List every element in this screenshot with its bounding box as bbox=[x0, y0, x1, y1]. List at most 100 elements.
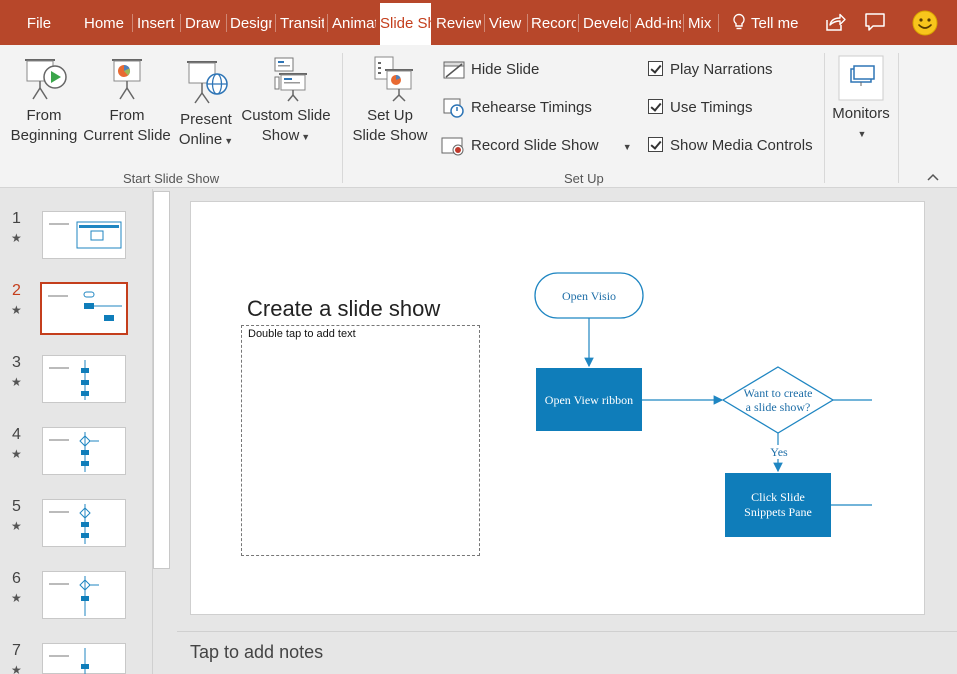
rehearse-timings-button[interactable]: Rehearse Timings bbox=[443, 97, 592, 119]
flow-step-open-view-ribbon[interactable] bbox=[536, 368, 642, 431]
flow-step2-line2: Snippets Pane bbox=[744, 505, 812, 519]
notes-placeholder: Tap to add notes bbox=[190, 642, 324, 662]
slide-number: 2 bbox=[12, 282, 21, 299]
present-online-line2: Online bbox=[178, 131, 223, 148]
slide-thumbnail-2[interactable] bbox=[40, 282, 128, 335]
tell-me-box[interactable]: Tell me bbox=[732, 0, 799, 45]
group-label-set-up: Set Up bbox=[564, 171, 604, 186]
tab-transitions[interactable]: Transitions bbox=[280, 15, 324, 32]
show-media-controls-label: Show Media Controls bbox=[670, 137, 813, 154]
tab-animations[interactable]: Animations bbox=[332, 15, 376, 32]
custom-slide-show-button[interactable]: Custom Slide Show▼ bbox=[240, 55, 332, 147]
record-slide-show-label: Record Slide Show bbox=[471, 137, 599, 154]
play-from-beginning-icon bbox=[25, 59, 67, 100]
slide-thumbnail-5[interactable] bbox=[42, 499, 126, 547]
content-placeholder[interactable]: Double tap to add text bbox=[241, 325, 480, 556]
smiley-icon[interactable] bbox=[912, 10, 938, 36]
scrollbar-thumb[interactable] bbox=[153, 191, 170, 569]
slide-number: 5 bbox=[12, 498, 21, 515]
slide-thumbnail-4[interactable] bbox=[42, 427, 126, 475]
share-icon[interactable] bbox=[824, 11, 846, 33]
checkbox-checked-icon bbox=[648, 137, 663, 152]
tab-add-ins[interactable]: Add-ins bbox=[635, 15, 681, 32]
flow-step1-label: Open View ribbon bbox=[545, 393, 633, 407]
tab-insert[interactable]: Insert bbox=[137, 15, 175, 32]
slide-thumbnail-3[interactable] bbox=[42, 355, 126, 403]
tab-mix[interactable]: Mix bbox=[688, 15, 712, 32]
flow-decision-line2: a slide show? bbox=[746, 400, 811, 414]
show-media-controls-checkbox[interactable]: Show Media Controls bbox=[648, 135, 813, 157]
custom-show-line1: Custom Slide bbox=[241, 107, 331, 124]
rehearse-timings-label: Rehearse Timings bbox=[471, 99, 592, 116]
record-icon bbox=[441, 137, 464, 156]
tab-slide-show[interactable]: Slide Show bbox=[380, 3, 431, 45]
tab-draw[interactable]: Draw bbox=[185, 15, 221, 32]
checkbox-checked-icon bbox=[648, 99, 663, 114]
setup-show-line1: Set Up bbox=[367, 107, 413, 124]
animation-star-icon: ★ bbox=[11, 375, 22, 389]
tell-me-label: Tell me bbox=[751, 15, 799, 32]
group-label-start-slide-show: Start Slide Show bbox=[123, 171, 220, 186]
animation-star-icon: ★ bbox=[11, 447, 22, 461]
chevron-down-icon: ▼ bbox=[224, 136, 234, 146]
from-beginning-line2: Beginning bbox=[10, 127, 78, 144]
tab-view[interactable]: View bbox=[489, 15, 522, 32]
tab-review[interactable]: Review bbox=[436, 15, 481, 32]
placeholder-text: Double tap to add text bbox=[248, 328, 356, 340]
animation-star-icon: ★ bbox=[11, 591, 22, 605]
custom-show-line2: Show bbox=[261, 127, 300, 144]
slide-thumbnail-1[interactable] bbox=[42, 211, 126, 259]
slide-number: 3 bbox=[12, 354, 21, 371]
flow-start-label: Open Visio bbox=[562, 289, 616, 303]
set-up-slide-show-icon bbox=[374, 56, 413, 102]
set-up-slide-show-button[interactable]: Set Up Slide Show bbox=[350, 55, 430, 146]
flow-step-click-snippets[interactable] bbox=[725, 473, 831, 537]
slide-title[interactable]: Create a slide show bbox=[247, 296, 441, 321]
tab-home[interactable]: Home bbox=[84, 15, 125, 32]
tab-design[interactable]: Design bbox=[230, 15, 272, 32]
chevron-down-icon: ▼ bbox=[301, 132, 311, 142]
from-current-line1: From bbox=[109, 107, 145, 124]
play-from-current-icon bbox=[112, 59, 142, 100]
flow-step2-line1: Click Slide bbox=[751, 490, 805, 504]
tab-recording[interactable]: Recording bbox=[531, 15, 576, 32]
animation-star-icon: ★ bbox=[11, 231, 22, 245]
comment-icon[interactable] bbox=[864, 11, 886, 33]
monitors-button[interactable]: Monitors ▼ bbox=[830, 55, 892, 144]
setup-show-line2: Slide Show bbox=[352, 127, 428, 144]
stopwatch-icon bbox=[443, 98, 464, 118]
hide-slide-label: Hide Slide bbox=[471, 61, 540, 78]
chevron-down-icon: ▼ bbox=[857, 129, 867, 139]
tab-developer[interactable]: Developer bbox=[583, 15, 628, 32]
collapse-ribbon-icon[interactable] bbox=[926, 172, 940, 182]
lightbulb-icon bbox=[733, 13, 745, 30]
from-current-slide-button[interactable]: From Current Slide bbox=[82, 55, 172, 146]
play-narrations-checkbox[interactable]: Play Narrations bbox=[648, 59, 773, 81]
notes-pane[interactable]: Tap to add notes bbox=[177, 631, 957, 674]
play-narrations-label: Play Narrations bbox=[670, 61, 773, 78]
checkbox-checked-icon bbox=[648, 61, 663, 76]
from-beginning-line1: From bbox=[26, 107, 62, 124]
use-timings-label: Use Timings bbox=[670, 99, 753, 116]
use-timings-checkbox[interactable]: Use Timings bbox=[648, 97, 753, 119]
animation-star-icon: ★ bbox=[11, 303, 22, 317]
from-beginning-button[interactable]: From Beginning bbox=[6, 55, 82, 146]
monitors-label: Monitors bbox=[832, 105, 890, 122]
hide-slide-button[interactable]: Hide Slide bbox=[443, 59, 539, 81]
record-slide-show-button[interactable]: Record Slide Show ▼ bbox=[441, 135, 632, 157]
custom-slide-show-icon bbox=[274, 57, 307, 102]
from-current-line2: Current Slide bbox=[83, 127, 171, 144]
slide-number: 4 bbox=[12, 426, 21, 443]
present-online-line1: Present bbox=[180, 111, 232, 128]
flow-yes-label: Yes bbox=[770, 445, 788, 459]
hide-slide-icon bbox=[443, 61, 465, 79]
slide-number: 7 bbox=[12, 642, 21, 659]
flow-decision-line1: Want to create bbox=[744, 386, 813, 400]
slide-thumbnail-6[interactable] bbox=[42, 571, 126, 619]
chevron-down-icon[interactable]: ▼ bbox=[622, 142, 632, 152]
slide-number: 6 bbox=[12, 570, 21, 587]
slide-number: 1 bbox=[12, 210, 21, 227]
tab-file[interactable]: File bbox=[26, 15, 52, 32]
present-online-button[interactable]: Present Online▼ bbox=[172, 57, 240, 151]
